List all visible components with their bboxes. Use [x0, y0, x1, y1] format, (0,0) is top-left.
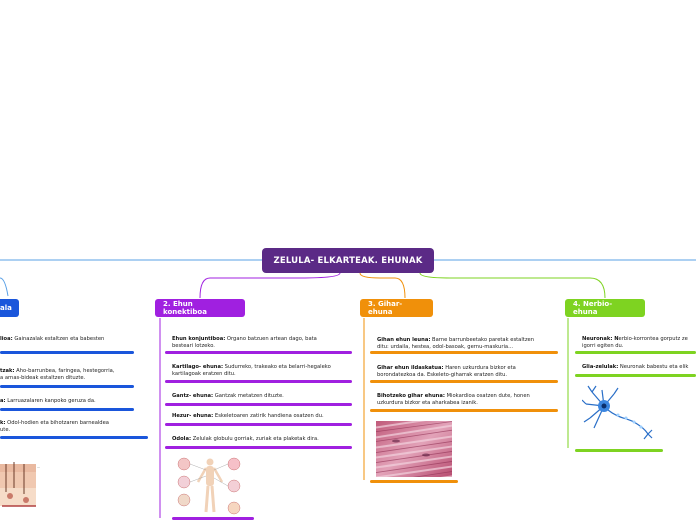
root-topic[interactable]: ZELULA- ELKARTEAK. EHUNAK: [262, 248, 434, 273]
item-underline: [370, 380, 558, 383]
item-underline: [165, 423, 352, 426]
branch-label: 4. Nerbio- ehuna: [573, 300, 613, 316]
item-underline: [0, 385, 134, 388]
item-underline: [0, 436, 148, 439]
list-item[interactable]: Kartilago- ehuna: Sudurreko, trakeako et…: [172, 364, 331, 377]
item-underline: [172, 517, 254, 520]
item-underline: [575, 351, 696, 354]
list-item[interactable]: Glia-zelulak: Neuronak babestu eta elik: [582, 364, 689, 370]
branch-label: 2. Ehun konektiboa: [163, 300, 207, 316]
list-item[interactable]: Gihan ehun leuna: Barne barrunbeetako pa…: [377, 337, 535, 350]
list-item[interactable]: Bihotzeko gihar ehuna: Miokardioa osatze…: [377, 393, 530, 406]
item-underline: [165, 380, 352, 383]
root-title: ZELULA- ELKARTEAK. EHUNAK: [273, 255, 423, 266]
item-underline: [370, 409, 558, 412]
list-item[interactable]: Gihar ehun ildaskatua: Haren uzkurdura b…: [377, 365, 516, 378]
list-item[interactable]: lioa: Gainazalak estaltzen eta babesten: [0, 336, 105, 342]
item-underline: [370, 480, 458, 483]
list-item[interactable]: Hezur- ehuna: Eskeletoaren zatirik handi…: [172, 413, 324, 419]
branch-label: 3. Gihar-ehuna: [368, 300, 403, 316]
branch-connective[interactable]: 2. Ehun konektiboa: [155, 299, 245, 317]
list-item[interactable]: Gantz- ehuna: Gantzak metatzen dituzte.: [172, 393, 284, 399]
list-item[interactable]: Ehun konjuntiboa: Organo batzuen artean …: [172, 336, 317, 349]
svg-text:—: —: [37, 465, 40, 469]
muscle-micrograph: [376, 421, 452, 477]
list-item[interactable]: k: Odol-hodien eta bihotzaren barnealdea…: [0, 420, 109, 433]
connective-tissue-illustration: [172, 456, 248, 516]
branch-muscle[interactable]: 3. Gihar-ehuna: [360, 299, 433, 317]
list-item[interactable]: a: Larruazalaren kanpoko geruza da.: [0, 398, 96, 404]
item-underline: [165, 351, 352, 354]
branch-label: ala: [0, 304, 12, 312]
item-underline: [0, 351, 134, 354]
item-underline: [575, 449, 663, 452]
branch-nervous[interactable]: 4. Nerbio- ehuna: [565, 299, 645, 317]
list-item[interactable]: Odola: Zelulak globulu gorriak, zuriak e…: [172, 436, 319, 442]
item-underline: [575, 374, 696, 377]
item-underline: [165, 446, 352, 449]
item-underline: [0, 408, 134, 411]
list-item[interactable]: tzak: Aho-barrunbea, faringea, hestegorr…: [0, 368, 115, 381]
skin-illustration: —: [0, 458, 46, 516]
item-underline: [370, 351, 558, 354]
branch-epithelial[interactable]: ala: [0, 299, 19, 317]
item-underline: [165, 403, 352, 406]
neuron-illustration: [581, 384, 654, 440]
